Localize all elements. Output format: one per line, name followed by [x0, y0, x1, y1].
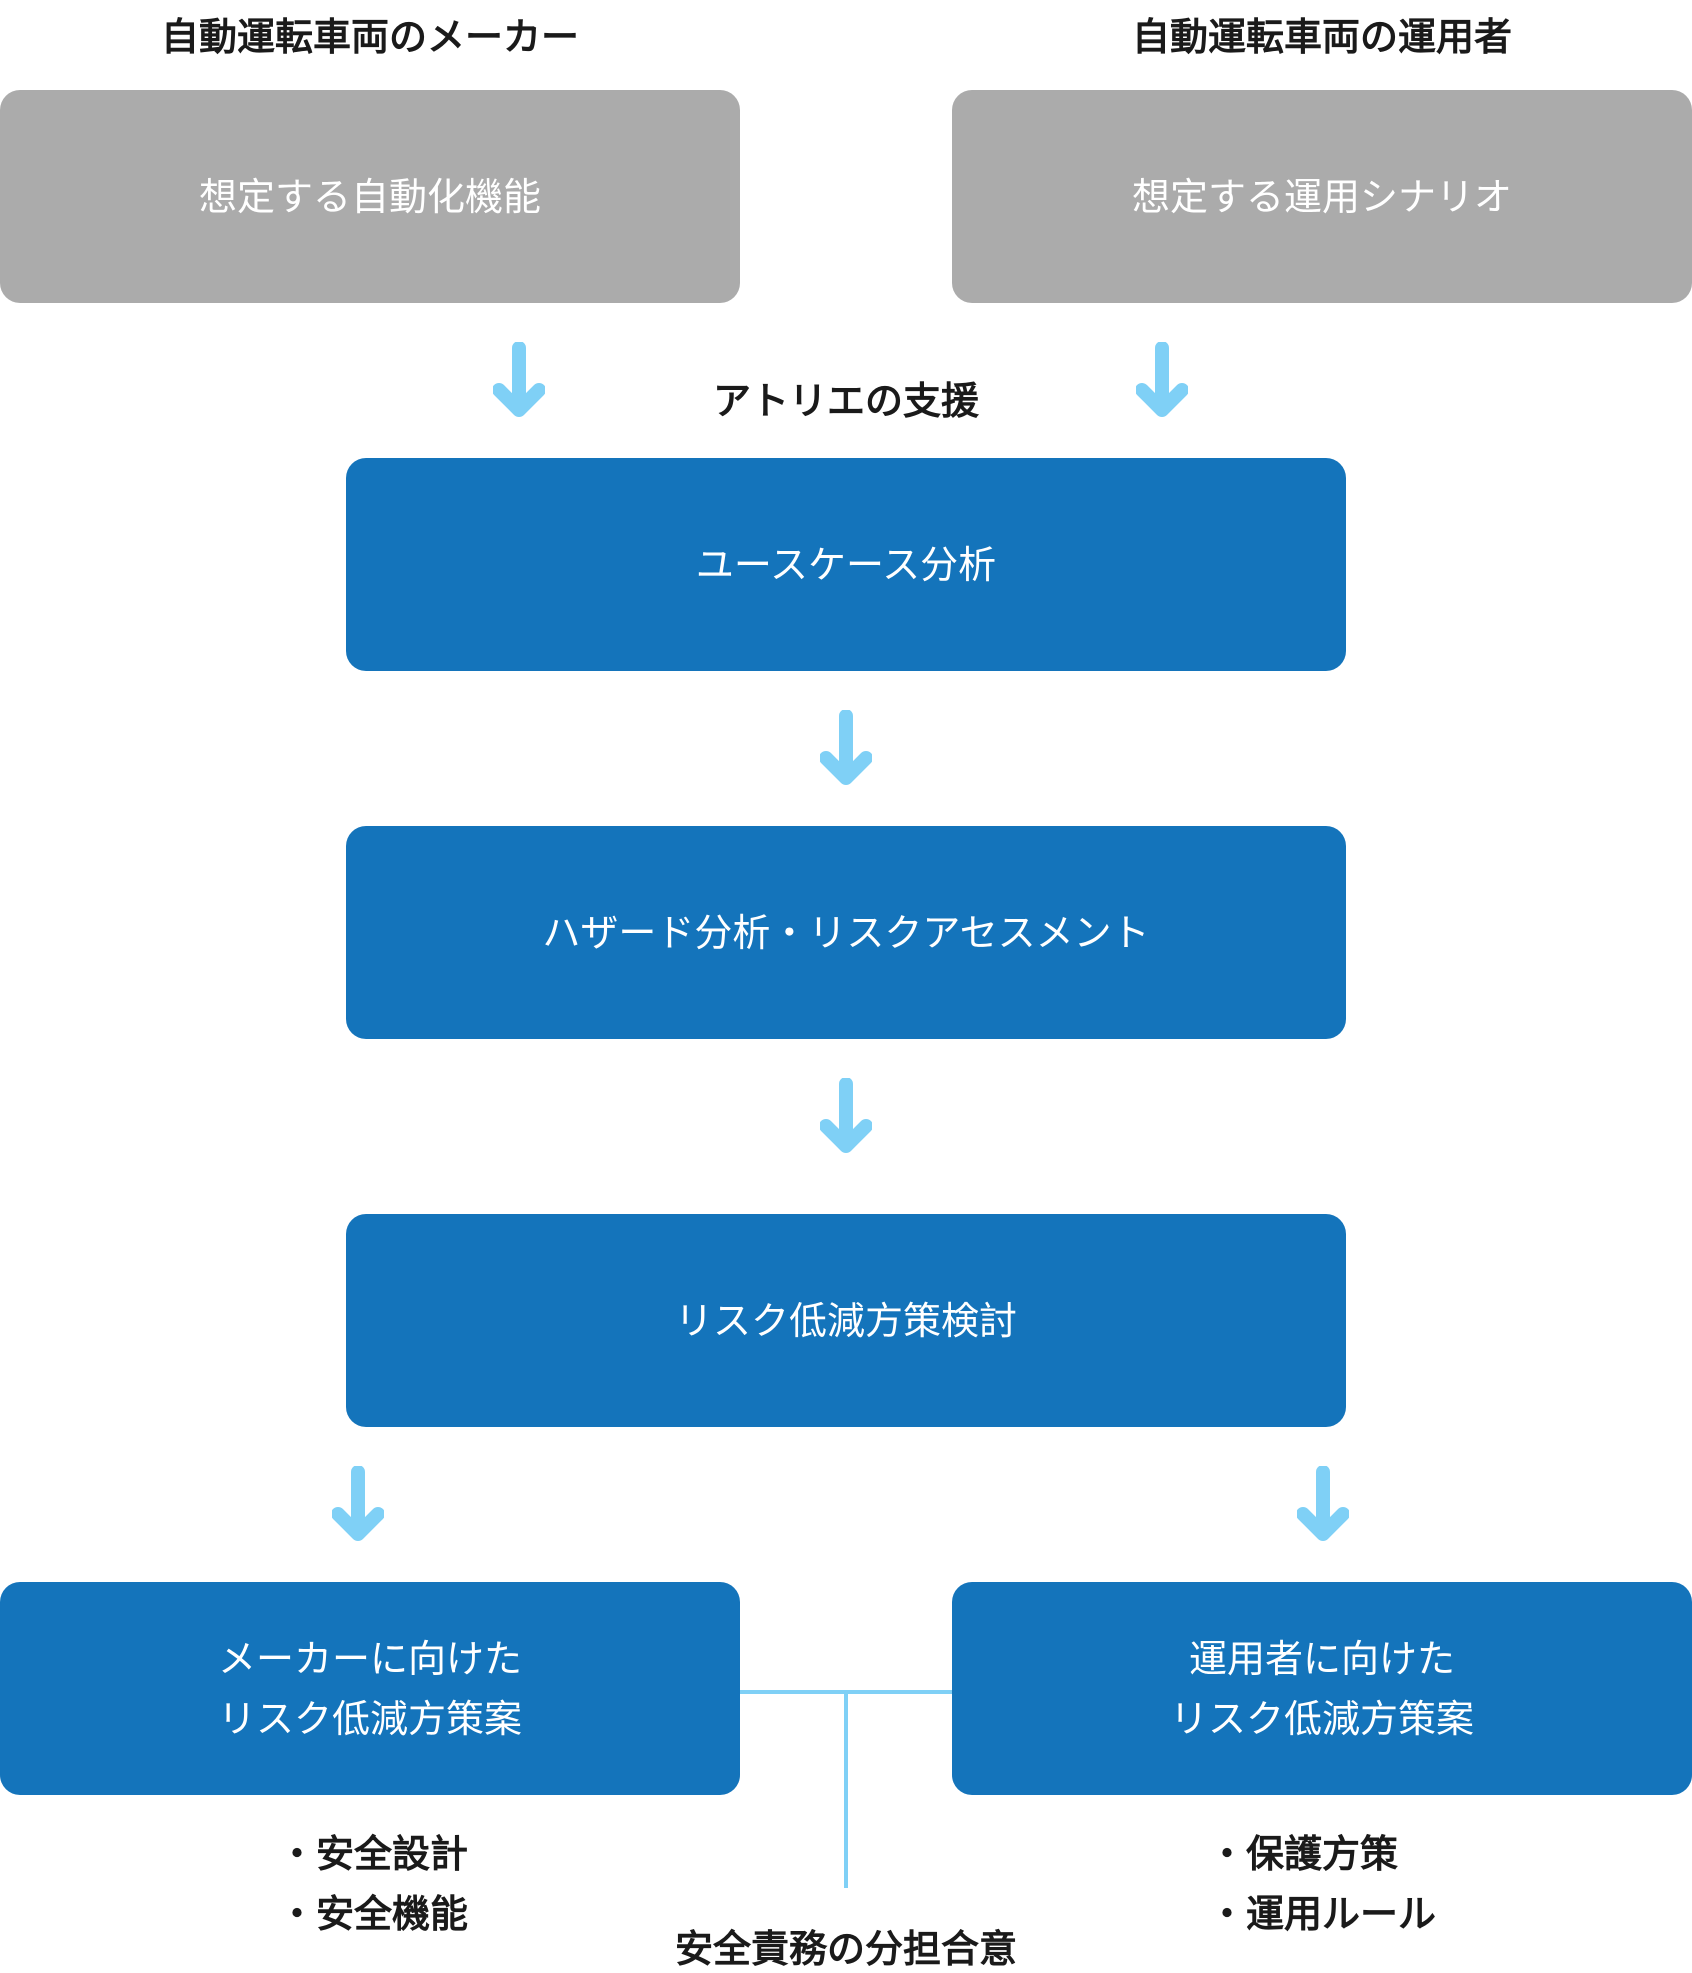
- list-item: ・安全機能: [278, 1892, 469, 1936]
- agreement-connector-vertical: [844, 1692, 848, 1888]
- maker-measures-list: ・安全設計 ・安全機能: [278, 1824, 468, 1944]
- operator-input-label: 想定する運用シナリオ: [1131, 174, 1512, 219]
- step-usecase-analysis-box: ユースケース分析: [346, 458, 1346, 671]
- operator-output-line2: リスク低減方策案: [1169, 1696, 1474, 1741]
- maker-input-box: 想定する自動化機能: [0, 90, 740, 303]
- maker-output-box: メーカーに向けた リスク低減方策案: [0, 1582, 740, 1795]
- arrow-down-icon: [1297, 1466, 1349, 1542]
- arrow-down-icon: [1136, 342, 1188, 418]
- step-risk-reduction-label: リスク低減方策検討: [674, 1298, 1017, 1343]
- operator-header: 自動運転車両の運用者: [1131, 15, 1512, 59]
- operator-measures-list: ・保護方策 ・運用ルール: [1208, 1824, 1436, 1944]
- operator-output-line1: 運用者に向けた: [1188, 1636, 1455, 1681]
- arrow-down-icon: [820, 710, 872, 786]
- arrow-down-icon: [332, 1466, 384, 1542]
- step-risk-reduction-box: リスク低減方策検討: [346, 1214, 1346, 1427]
- maker-output-line2: リスク低減方策案: [217, 1696, 522, 1741]
- step-hazard-analysis-box: ハザード分析・リスクアセスメント: [346, 826, 1346, 1039]
- step-usecase-analysis-label: ユースケース分析: [695, 542, 997, 587]
- agreement-label: 安全責務の分担合意: [674, 1927, 1017, 1971]
- list-item: ・運用ルール: [1208, 1892, 1437, 1936]
- arrow-down-icon: [820, 1078, 872, 1154]
- arrow-down-icon: [493, 342, 545, 418]
- support-label: アトリエの支援: [712, 379, 979, 423]
- maker-input-label: 想定する自動化機能: [198, 174, 541, 219]
- list-item: ・安全設計: [278, 1832, 469, 1876]
- operator-input-box: 想定する運用シナリオ: [952, 90, 1692, 303]
- maker-output-line1: メーカーに向けた: [217, 1636, 522, 1681]
- maker-header: 自動運転車両のメーカー: [160, 15, 579, 59]
- operator-output-box: 運用者に向けた リスク低減方策案: [952, 1582, 1692, 1795]
- list-item: ・保護方策: [1208, 1832, 1399, 1876]
- step-hazard-analysis-label: ハザード分析・リスクアセスメント: [542, 910, 1150, 955]
